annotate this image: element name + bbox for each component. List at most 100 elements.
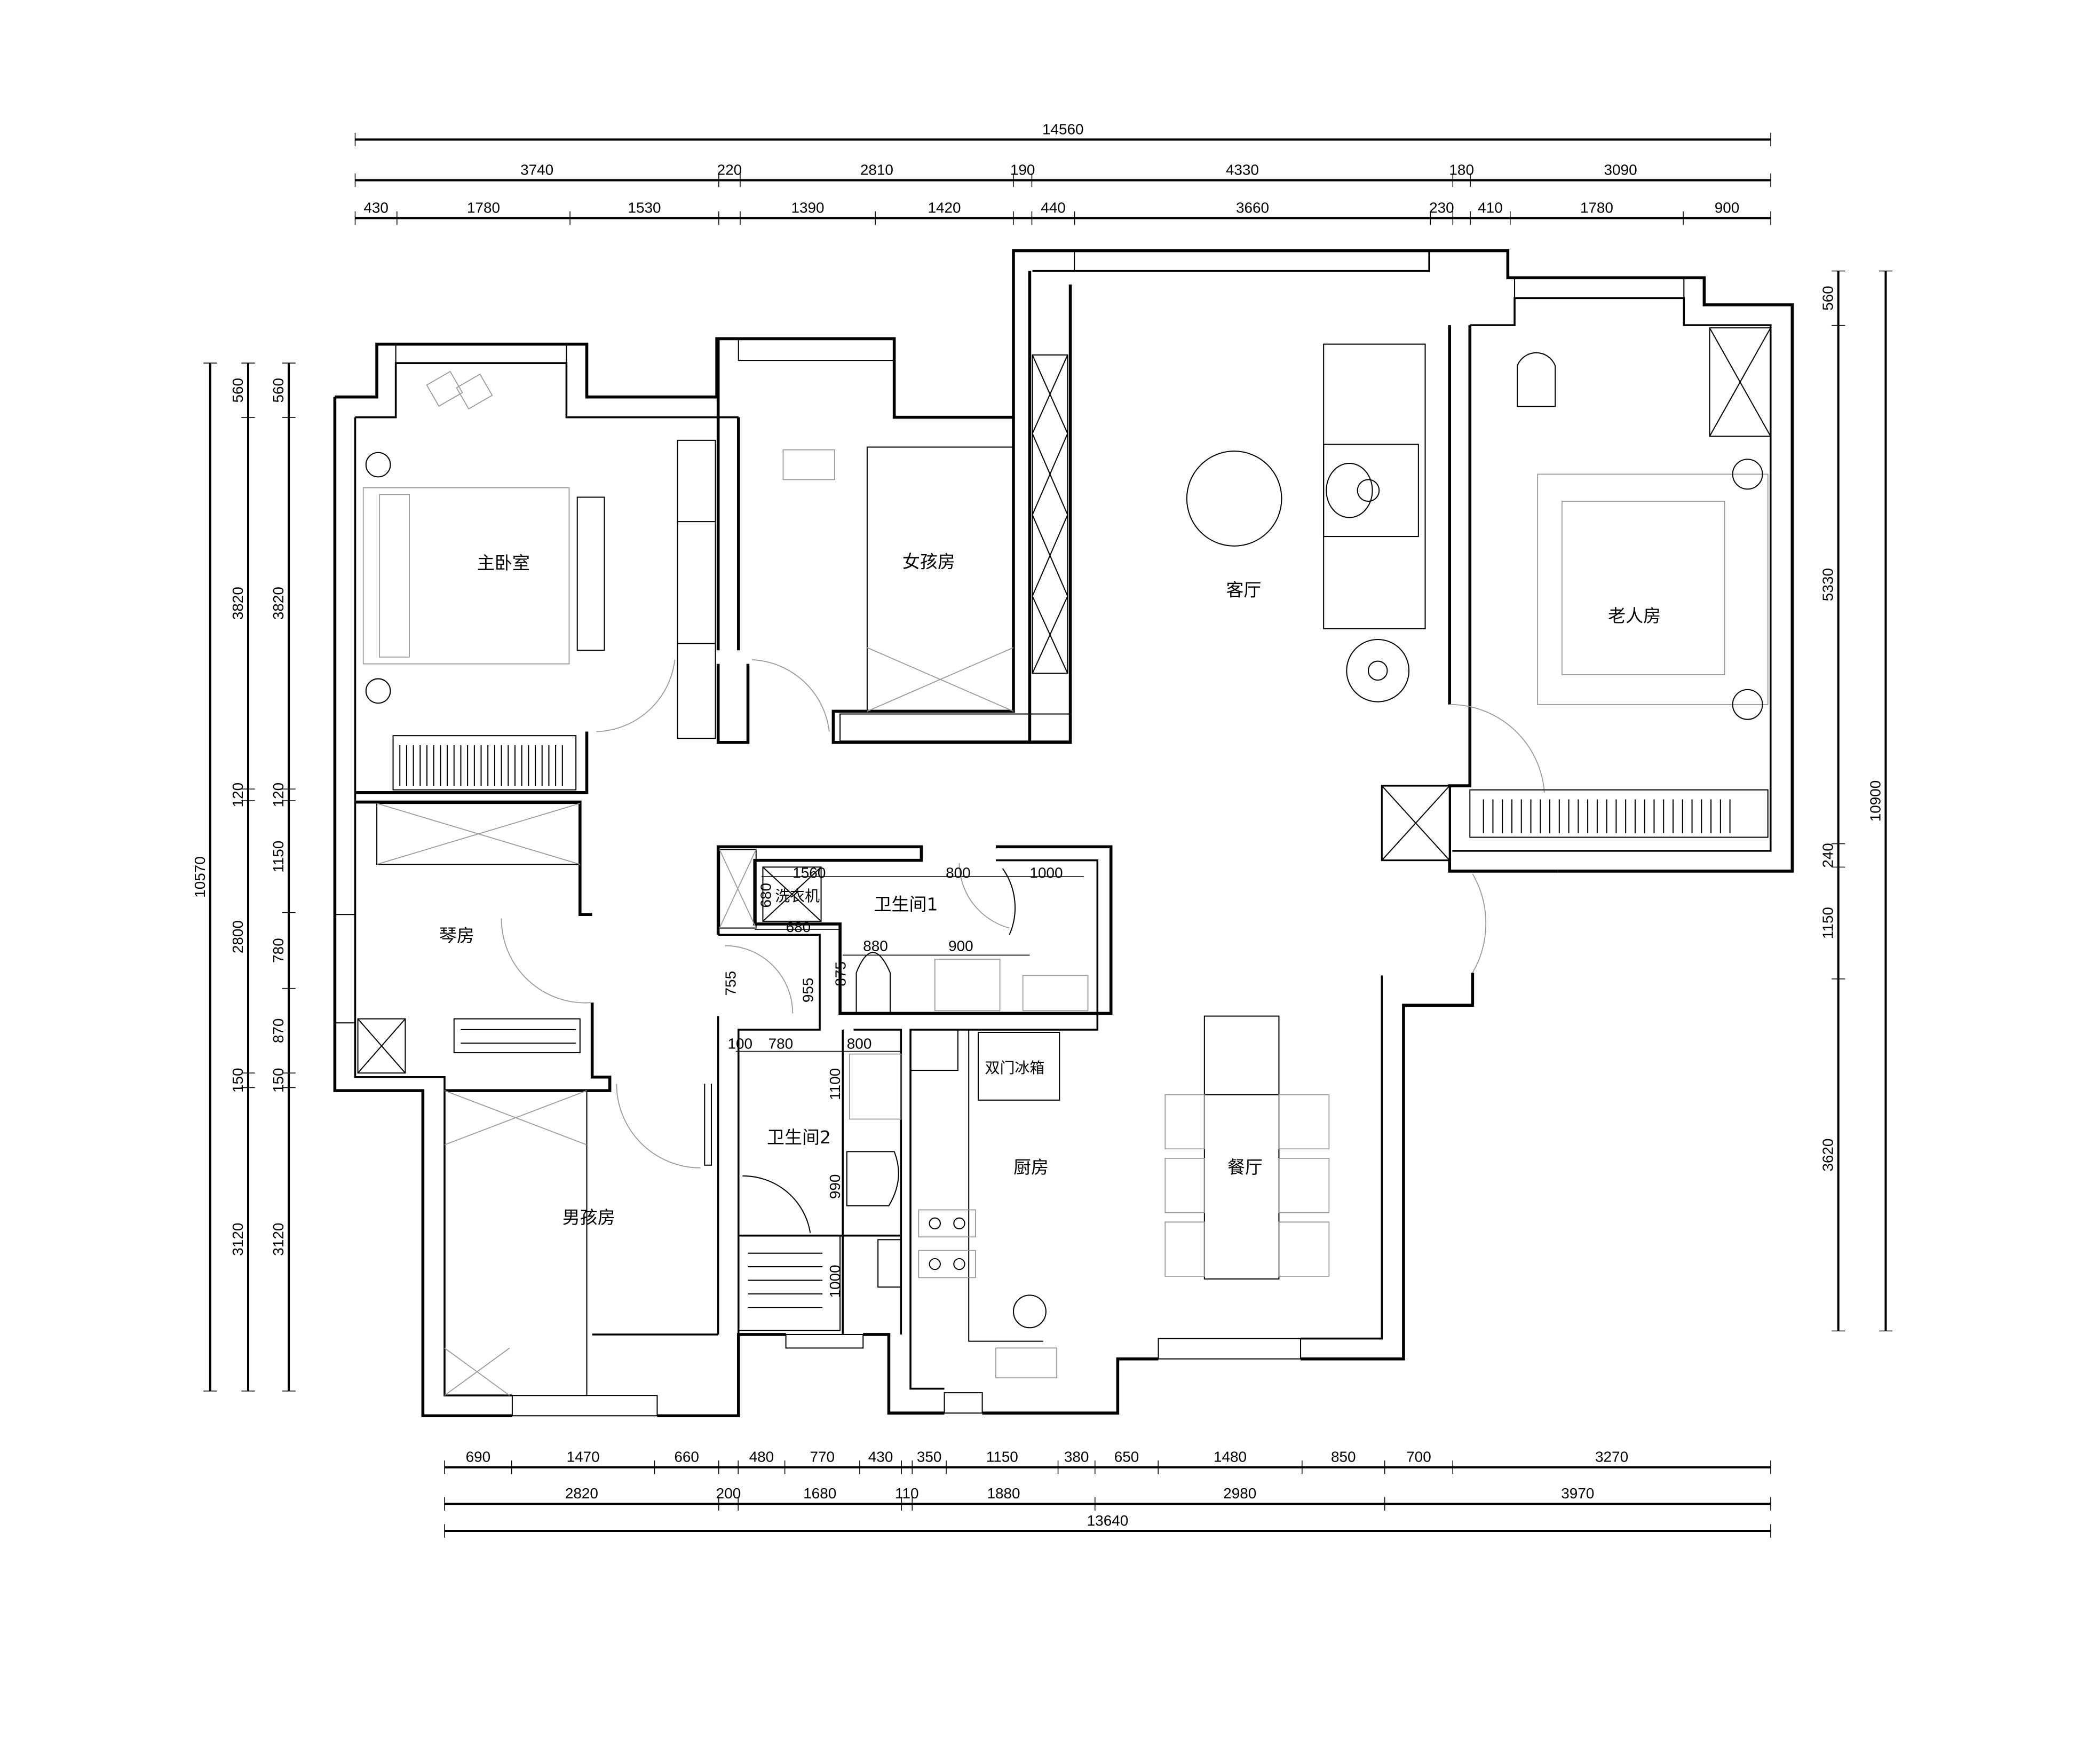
dim-label: 3740 bbox=[520, 161, 553, 178]
dim-label: 410 bbox=[1478, 199, 1503, 216]
dim-label: 13640 bbox=[1087, 1512, 1129, 1529]
piano bbox=[453, 1018, 581, 1054]
master-bed bbox=[362, 487, 570, 665]
dim-label: 2980 bbox=[1223, 1485, 1256, 1502]
doors bbox=[501, 659, 1545, 1233]
dim-800-b: 800 bbox=[847, 1035, 872, 1052]
dim-680-v: 680 bbox=[758, 883, 774, 908]
dim-label: 1780 bbox=[467, 199, 500, 216]
dim-label: 230 bbox=[1429, 199, 1454, 216]
dim-label: 870 bbox=[270, 1018, 287, 1044]
dim-label: 1390 bbox=[791, 199, 824, 216]
dim-label: 660 bbox=[674, 1449, 699, 1465]
dim-label: 3820 bbox=[229, 587, 246, 620]
dim-1560: 1560 bbox=[793, 865, 826, 881]
dim-label: 380 bbox=[1064, 1449, 1089, 1465]
dim-label: 3660 bbox=[1236, 199, 1269, 216]
furniture bbox=[357, 327, 1771, 1396]
dim-755: 755 bbox=[723, 971, 739, 996]
dim-label: 850 bbox=[1331, 1449, 1356, 1465]
dim-label: 900 bbox=[1715, 199, 1740, 216]
dim-label: 240 bbox=[1819, 843, 1836, 868]
dim-875: 875 bbox=[832, 961, 849, 986]
dim-label: 14560 bbox=[1042, 121, 1084, 137]
dim-label: 5330 bbox=[1819, 568, 1836, 601]
dim-680-h: 680 bbox=[786, 919, 811, 935]
round-table bbox=[1186, 451, 1282, 547]
dim-label: 4330 bbox=[1226, 161, 1259, 178]
room-label-bathroom2: 卫生间2 bbox=[767, 1127, 831, 1148]
dim-label: 780 bbox=[270, 938, 287, 963]
dim-label: 430 bbox=[363, 199, 389, 216]
dim-label: 120 bbox=[270, 783, 287, 808]
dim-label: 1680 bbox=[803, 1485, 836, 1502]
interior-dimensions: 1560 800 1000 680 680 880 900 755 955 87… bbox=[723, 865, 1084, 1298]
girl-bed bbox=[866, 446, 1014, 712]
dim-780: 780 bbox=[768, 1035, 794, 1052]
wardrobe-bottom bbox=[392, 735, 577, 791]
dim-label: 560 bbox=[270, 378, 287, 403]
dim-label: 1530 bbox=[628, 199, 661, 216]
room-label-bathroom1: 卫生间1 bbox=[874, 894, 938, 915]
dim-label: 1780 bbox=[1580, 199, 1613, 216]
dim-label: 2810 bbox=[860, 161, 893, 178]
tv-cabinet bbox=[576, 496, 605, 651]
dim-label: 190 bbox=[1010, 161, 1035, 178]
interior-walls bbox=[355, 271, 1558, 1390]
dim-100: 100 bbox=[727, 1035, 752, 1052]
dim-label: 3820 bbox=[270, 587, 287, 620]
dim-label: 150 bbox=[229, 1068, 246, 1093]
dim-880: 880 bbox=[863, 938, 888, 954]
dim-label: 2800 bbox=[229, 920, 246, 953]
dim-label: 220 bbox=[717, 161, 742, 178]
dim-label: 2820 bbox=[565, 1485, 598, 1502]
dim-label: 10570 bbox=[192, 856, 208, 898]
dim-label: 480 bbox=[749, 1449, 774, 1465]
dim-label: 3120 bbox=[229, 1223, 246, 1256]
dim-label: 200 bbox=[716, 1485, 741, 1502]
dim-label: 650 bbox=[1114, 1449, 1139, 1465]
dim-900: 900 bbox=[948, 938, 973, 954]
dim-955: 955 bbox=[799, 978, 816, 1003]
dim-label: 1420 bbox=[928, 199, 961, 216]
dim-label: 700 bbox=[1406, 1449, 1431, 1465]
dim-label: 3120 bbox=[270, 1223, 287, 1256]
dim-1000: 1000 bbox=[1029, 865, 1063, 881]
dim-label: 560 bbox=[229, 378, 246, 403]
dim-1100: 1100 bbox=[827, 1068, 843, 1100]
dim-label: 110 bbox=[895, 1485, 919, 1502]
dim-800: 800 bbox=[946, 865, 971, 881]
fridge-label: 双门冰箱 bbox=[985, 1059, 1045, 1077]
dim-label: 1150 bbox=[986, 1449, 1018, 1465]
washer-label: 洗衣机 bbox=[775, 887, 820, 905]
room-label-boy-room: 男孩房 bbox=[562, 1207, 615, 1228]
dim-label: 770 bbox=[810, 1449, 835, 1465]
dim-label: 350 bbox=[917, 1449, 942, 1465]
room-label-master-bedroom: 主卧室 bbox=[477, 552, 530, 573]
room-label-living-room: 客厅 bbox=[1226, 580, 1261, 601]
room-label-piano-room: 琴房 bbox=[439, 925, 474, 946]
dim-label: 560 bbox=[1819, 286, 1836, 311]
dim-label: 120 bbox=[229, 783, 246, 808]
dim-label: 1150 bbox=[270, 841, 287, 873]
dim-label: 150 bbox=[270, 1068, 287, 1093]
dim-label: 3620 bbox=[1819, 1139, 1836, 1172]
dim-label: 1470 bbox=[567, 1449, 600, 1465]
dim-label: 3270 bbox=[1595, 1449, 1628, 1465]
dim-1000-b: 1000 bbox=[827, 1265, 843, 1298]
fridge bbox=[977, 1031, 1060, 1101]
room-label-girl-room: 女孩房 bbox=[902, 551, 955, 572]
dim-label: 430 bbox=[868, 1449, 893, 1465]
washer bbox=[762, 866, 822, 922]
dim-label: 1880 bbox=[987, 1485, 1020, 1502]
dim-label: 1480 bbox=[1214, 1449, 1247, 1465]
room-labels: 主卧室 女孩房 客厅 老人房 琴房 男孩房 卫生间1 卫生间2 厨房 餐厅 洗衣… bbox=[439, 551, 1661, 1227]
room-label-kitchen: 厨房 bbox=[1013, 1157, 1049, 1178]
dim-label: 1150 bbox=[1819, 907, 1836, 939]
wardrobe bbox=[677, 439, 716, 739]
dim-label: 440 bbox=[1041, 199, 1066, 216]
dim-label: 10900 bbox=[1867, 780, 1883, 822]
dim-990: 990 bbox=[827, 1174, 843, 1199]
dim-label: 3090 bbox=[1604, 161, 1637, 178]
